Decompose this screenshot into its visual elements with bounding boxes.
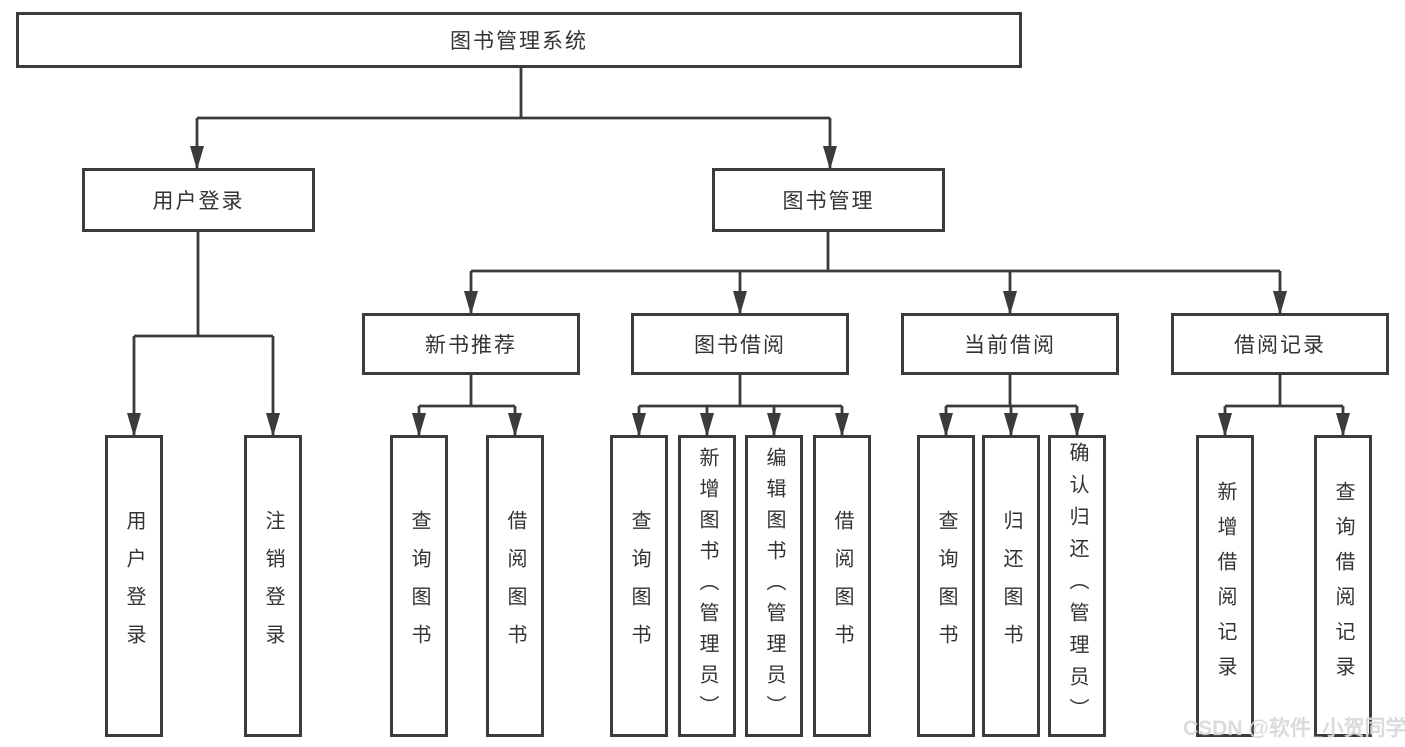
- node-label: 用户登录: [123, 510, 145, 662]
- node-label: 借阅图书: [504, 510, 526, 662]
- node-library-management-system: 图书管理系统: [16, 12, 1022, 68]
- leaf-user-login: 用户登录: [105, 435, 163, 737]
- leaf-edit-book-admin: 编辑图书（管理员）: [745, 435, 803, 737]
- node-book-management: 图书管理: [712, 168, 945, 232]
- node-label: 图书管理系统: [450, 30, 588, 53]
- node-book-borrowing: 图书借阅: [631, 313, 849, 375]
- node-label: 查询图书: [935, 510, 957, 662]
- node-label: 新书推荐: [425, 334, 517, 357]
- leaf-add-book-admin: 新增图书（管理员）: [678, 435, 736, 737]
- leaf-query-books-recommend: 查询图书: [390, 435, 448, 737]
- node-new-book-recommendation: 新书推荐: [362, 313, 580, 375]
- leaf-confirm-return-admin: 确认归还（管理员）: [1048, 435, 1106, 737]
- leaf-query-borrow-record: 查询借阅记录: [1314, 435, 1372, 737]
- leaf-return-books: 归还图书: [982, 435, 1040, 737]
- connector-lines: [134, 68, 1343, 408]
- node-user-login: 用户登录: [82, 168, 315, 232]
- node-label: 当前借阅: [964, 334, 1056, 357]
- node-label: 查询借阅记录: [1332, 481, 1354, 691]
- leaf-add-borrow-record: 新增借阅记录: [1196, 435, 1254, 737]
- node-label: 借阅记录: [1234, 334, 1326, 357]
- node-label: 图书管理: [782, 190, 875, 213]
- watermark: CSDN @软件_小贺同学: [1183, 717, 1405, 740]
- node-label: 查询图书: [628, 510, 650, 662]
- node-label: 注销登录: [262, 510, 284, 662]
- node-label: 图书借阅: [694, 334, 786, 357]
- node-label: 确认归还（管理员）: [1066, 442, 1088, 730]
- node-label: 查询图书: [408, 510, 430, 662]
- node-label: 新增借阅记录: [1214, 481, 1236, 691]
- node-label: 新增图书（管理员）: [696, 446, 718, 726]
- leaf-logout: 注销登录: [244, 435, 302, 737]
- node-borrowing-records: 借阅记录: [1171, 313, 1389, 375]
- node-label: 编辑图书（管理员）: [763, 446, 785, 726]
- node-label: 用户登录: [152, 190, 245, 213]
- node-label: 归还图书: [1000, 510, 1022, 662]
- node-current-borrowing: 当前借阅: [901, 313, 1119, 375]
- leaf-borrow-books-borrowing: 借阅图书: [813, 435, 871, 737]
- leaf-borrow-books-recommend: 借阅图书: [486, 435, 544, 737]
- node-label: 借阅图书: [831, 510, 853, 662]
- leaf-query-books-current: 查询图书: [917, 435, 975, 737]
- leaf-query-books-borrowing: 查询图书: [610, 435, 668, 737]
